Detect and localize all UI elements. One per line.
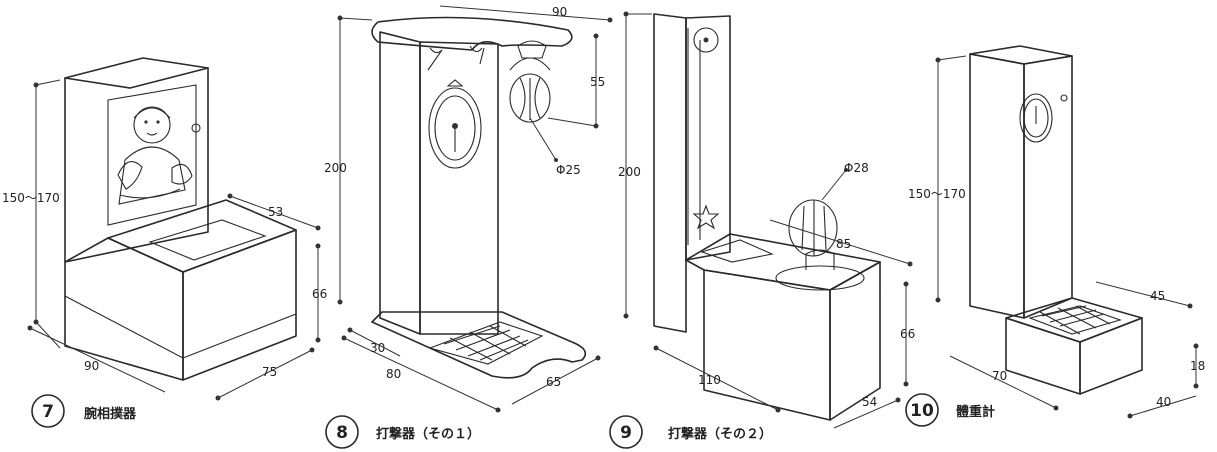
fig7-dim-depth: 53 (268, 205, 283, 219)
fig10-number-circle (905, 393, 939, 427)
figure-10-weight-scale: 150～170 45 18 70 40 10 體重計 (905, 45, 1205, 427)
fig7-dim-height: 150～170 (2, 191, 60, 205)
punching-bag (509, 40, 551, 123)
fig10-dim-plate: 45 (1150, 289, 1165, 303)
fig7-number: 7 (42, 402, 54, 422)
strongman-picture (117, 106, 193, 205)
fig10-dim-height: 150～170 (908, 187, 966, 201)
fig9-dim-side: 54 (862, 395, 877, 409)
fig8-dim-height: 200 (324, 161, 347, 175)
fig10-dim-width: 70 (992, 369, 1007, 383)
figure-8-drawing (337, 5, 613, 413)
fig10-caption: 體重計 (956, 404, 995, 420)
figure-10-drawing (935, 45, 1199, 419)
figure-9-punching-machine-2: Φ28 200 85 66 110 54 9 打撃器（その２） (609, 11, 915, 449)
fig9-dim-width: 110 (698, 373, 721, 387)
fig9-dim-depth: 85 (836, 237, 851, 251)
fig10-number: 10 (910, 401, 934, 421)
fig10-dim-side: 40 (1156, 395, 1171, 409)
grid-mat (428, 321, 544, 365)
fig9-number-circle (609, 415, 643, 449)
figure-9-drawing (623, 11, 913, 429)
fig9-dim-handle: Φ28 (844, 161, 869, 175)
figure-7-drawing (27, 57, 321, 401)
fig8-number: 8 (336, 423, 348, 443)
punching-handle (775, 199, 865, 291)
fig7-dim-seat-height: 66 (312, 287, 327, 301)
fig9-number: 9 (620, 423, 632, 443)
fig7-number-circle (31, 394, 65, 428)
fig8-dim-bag: Φ25 (556, 163, 581, 177)
fig7-caption: 腕相撲器 (84, 406, 137, 422)
fig9-dim-counter-height: 66 (900, 327, 915, 341)
fig9-caption: 打撃器（その２） (668, 426, 772, 442)
fig8-dim-top: 90 (552, 5, 567, 19)
fig8-dim-base-front: 30 (370, 341, 385, 355)
scale-plate (1028, 305, 1122, 335)
fig7-dim-length: 75 (262, 365, 277, 379)
fig8-dim-base-length: 65 (546, 375, 561, 389)
fig10-dim-step: 18 (1190, 359, 1205, 373)
fig8-dim-bag-drop: 55 (590, 75, 605, 89)
figure-8-punching-machine-1: 90 55 Φ25 200 30 80 65 8 打撃器（その１） (324, 5, 613, 449)
fig8-number-circle (325, 415, 359, 449)
fig9-dim-height: 200 (618, 165, 641, 179)
fig8-dim-base-width: 80 (386, 367, 401, 381)
fig7-dim-width: 90 (84, 359, 99, 373)
fig8-caption: 打撃器（その１） (376, 426, 480, 442)
figure-7-arm-wrestling-machine: 150～170 53 66 90 75 7 腕相撲器 (2, 57, 327, 428)
